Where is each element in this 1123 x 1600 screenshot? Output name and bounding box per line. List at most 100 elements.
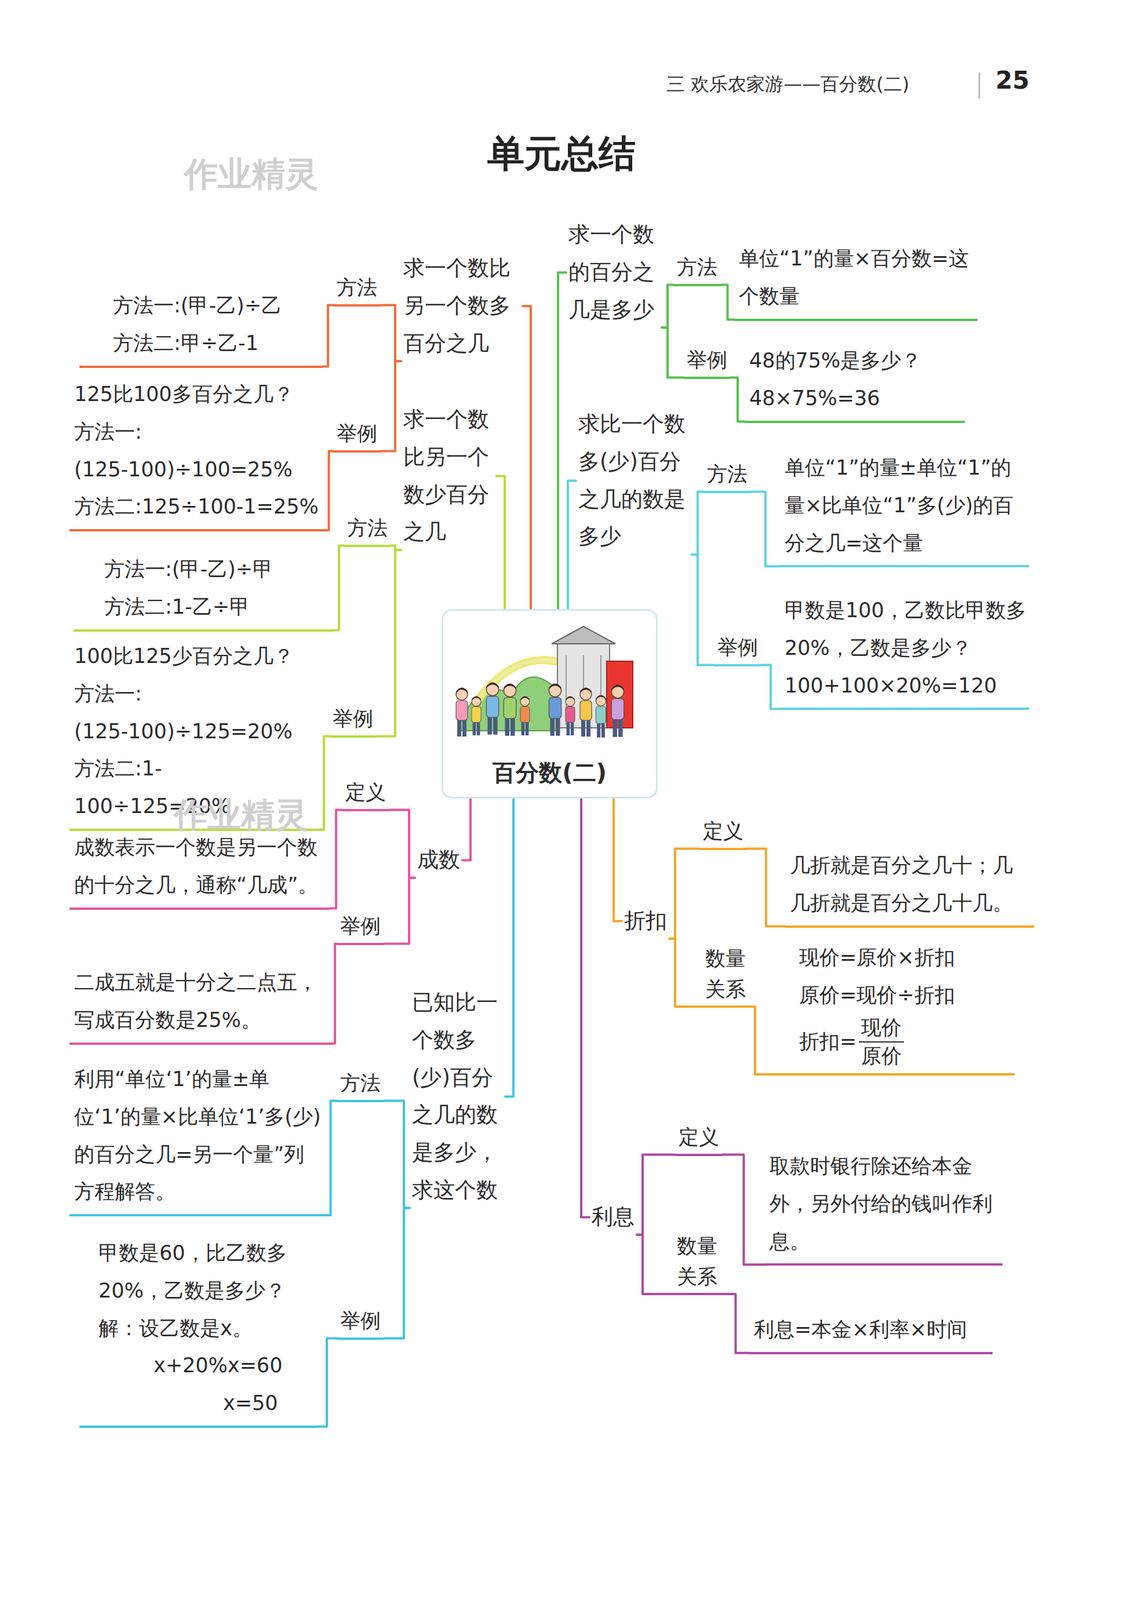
watermark: 作业精灵 [184, 151, 319, 198]
branch-content: 利息=本金×利率×时间 [749, 1310, 993, 1355]
branch-label: 举例 [683, 344, 731, 379]
node-text: 单位“1”的量±单位“1”的量×比单位“1”多(少)的百分之几=这个量 [784, 449, 1027, 562]
branch-line [567, 480, 576, 610]
branch-line [750, 491, 780, 567]
branch-line [333, 943, 337, 1044]
branch-line [761, 665, 780, 710]
node-text: 现价=原价×折扣 [799, 938, 1013, 977]
node-text: (125-100)÷100=25% [74, 450, 323, 489]
node-text: 求一个数的百分之几是多少 [568, 216, 660, 329]
branch-line [613, 798, 622, 921]
node-text: 方法二:甲÷乙-1 [112, 324, 321, 363]
node-text: 成数表示一个数是另一个数的十分之几，通称“几成”。 [74, 828, 328, 904]
branch-content: 几折就是百分之几十；几几折就是百分之几十几。 [785, 846, 1035, 928]
node-text: 方法 [706, 458, 748, 490]
branch-content: 方法一:(甲-乙)÷甲方法二:1-乙÷甲 [73, 550, 335, 632]
branch-line [376, 549, 401, 737]
branch-line [334, 545, 344, 631]
branch-line [669, 848, 700, 939]
branch-line [691, 554, 714, 666]
node-text: 二成五就是十分之二点五，写成百分数是25%。 [74, 963, 331, 1039]
node-text: 方法 [676, 252, 718, 283]
node-text: 折扣= [799, 1022, 857, 1061]
branch-content: 二成五就是十分之二点五，写成百分数是25%。 [69, 963, 334, 1045]
node-text: 定义 [345, 777, 386, 808]
branch-content: 成数表示一个数是另一个数的十分之几，通称“几成”。 [69, 828, 331, 910]
family-picture [456, 626, 633, 738]
node-text: 百分数(二) [492, 756, 607, 789]
node-text: 方法 [347, 512, 388, 544]
branch-line [318, 736, 330, 830]
node-text: 利息 [591, 1198, 635, 1236]
node-text: 甲数是60，比乙数多20%，乙数是多少？ [98, 1234, 315, 1310]
node-text: 100比125少百分之几？ [74, 637, 317, 676]
branch-line [522, 305, 531, 610]
node-text: 已知比一个数多(少)百分之几的数是多少，求这个数 [411, 983, 503, 1210]
branch-label: 数量关系 [701, 943, 751, 1008]
node-text: 甲数是100，乙数比甲数多20%，乙数是多少？ [784, 591, 1027, 667]
branch-line [636, 1154, 676, 1235]
branch-label: 方法 [673, 252, 721, 287]
node-text: 定义 [678, 1121, 720, 1153]
node-text: 方法 [336, 272, 378, 304]
branch-label: 定义 [699, 815, 747, 851]
node-text: 几折就是百分之几十；几几折就是百分之几十几。 [789, 846, 1033, 922]
node-text: 方法二:125÷100-1=25% [74, 487, 323, 526]
node-text: 原价=现价÷折扣 [799, 976, 1013, 1015]
branch-content: 125比100多百分之几？方法一:(125-100)÷100=25%方法二:12… [69, 375, 325, 532]
branch-topic: 已知比一个数多(少)百分之几的数是多少，求这个数 [409, 983, 506, 1210]
branch-label: 方法 [343, 512, 392, 548]
branch-line [636, 1234, 674, 1294]
branch-line [389, 810, 415, 878]
branch-topic: 成数 [414, 841, 463, 880]
branch-line [669, 938, 702, 1007]
branch-topic: 利息 [589, 1198, 637, 1236]
branch-label: 举例 [336, 910, 385, 946]
header-separator [978, 72, 981, 99]
node-text: 举例 [717, 632, 758, 663]
node-text: 取款时银行除还给本金外，另外付给的钱叫作利息。 [769, 1147, 1001, 1260]
node-text: 数量关系 [705, 943, 747, 1005]
branch-topic: 求一个数比另一个数多百分之几 [400, 249, 523, 363]
node-text: 方法一:(甲-乙)÷乙 [112, 286, 321, 325]
branch-label: 举例 [333, 418, 381, 453]
node-text: 举例 [686, 344, 728, 376]
branch-label: 方法 [703, 458, 751, 494]
branch-line [722, 1293, 750, 1354]
branch-line [380, 305, 401, 362]
branch-label: 数量关系 [673, 1230, 723, 1296]
branch-content: 甲数是60，比乙数多20%，乙数是多少？解：设乙数是x。x+20%x=60x=5… [79, 1234, 317, 1428]
branch-line [380, 361, 401, 451]
branch-line [691, 491, 704, 556]
branch-line [730, 377, 745, 422]
node-text: 方法一: [74, 675, 317, 713]
branch-content: 单位“1”的量±单位“1”的量×比单位“1”多(少)的百分之几=这个量 [779, 449, 1030, 568]
fraction-row: 折扣=现价原价 [799, 1014, 1013, 1071]
center-topic-box: 百分数(二) [441, 609, 658, 799]
fraction-numerator: 现价 [858, 1014, 904, 1043]
branch-topic: 求一个数的百分之几是多少 [566, 216, 662, 329]
node-text: 举例 [340, 1305, 381, 1337]
node-text: 成数 [417, 841, 461, 880]
node-text: 48的75%是多少？ [749, 341, 963, 380]
node-text: 数量关系 [676, 1230, 719, 1292]
branch-line [330, 810, 342, 909]
branch-line [322, 305, 334, 367]
page-number: 25 [995, 66, 1030, 95]
branch-line [384, 1208, 410, 1339]
branch-line [496, 476, 505, 610]
node-text: 100+100×20%=120 [784, 666, 1027, 705]
branch-label: 举例 [713, 632, 762, 667]
branch-label: 定义 [341, 777, 390, 812]
branch-label: 定义 [675, 1121, 723, 1157]
running-header: 三 欢乐农家游——百分数(二) [666, 71, 910, 98]
branch-label: 方法 [333, 272, 381, 307]
branch-content: 取款时银行除还给本金外，另外付给的钱叫作利息。 [764, 1147, 1003, 1266]
branch-line [581, 798, 590, 1217]
node-text: 举例 [340, 910, 381, 942]
branch-line [661, 327, 684, 378]
node-text: 125比100多百分之几？ [74, 375, 323, 414]
branch-line [722, 1154, 765, 1265]
branch-content: 方法一:(甲-乙)÷乙方法二:甲÷乙-1 [79, 286, 323, 368]
branch-line [384, 1100, 410, 1209]
